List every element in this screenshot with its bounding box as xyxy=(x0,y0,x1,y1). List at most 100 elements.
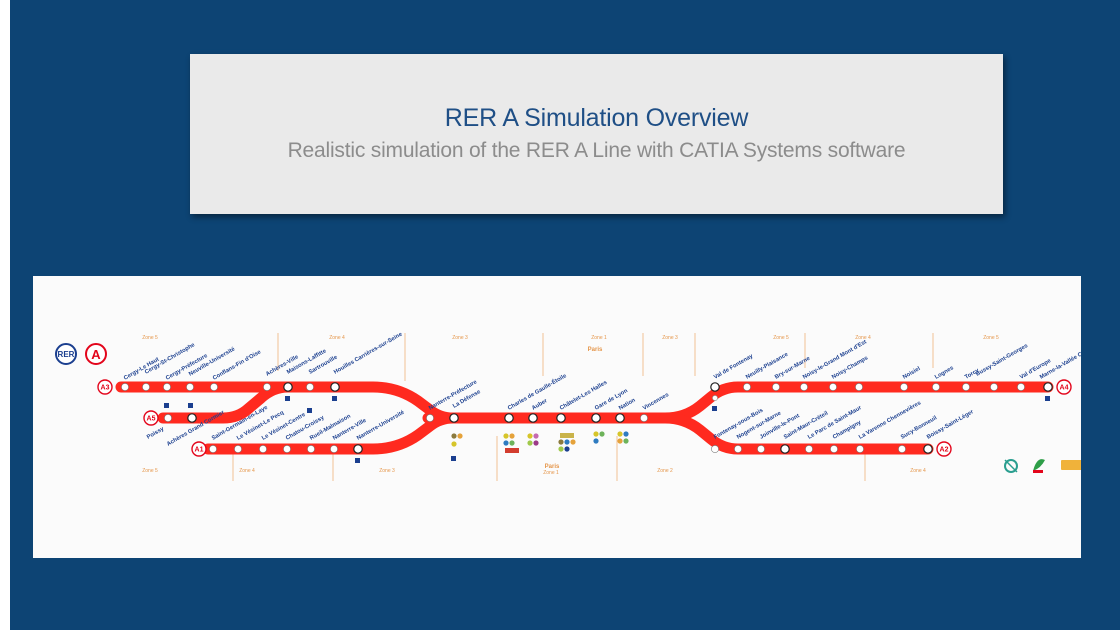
operator-logos xyxy=(1004,459,1081,473)
station-dot[interactable] xyxy=(780,444,790,454)
branch-badge-a2 xyxy=(936,441,952,457)
zone-label: Zone 5 xyxy=(983,335,999,341)
accessibility-icon xyxy=(1045,396,1050,401)
station-dot[interactable] xyxy=(449,413,459,423)
station-dot[interactable] xyxy=(528,413,538,423)
station-name: Bussy-Saint-Georges xyxy=(975,343,1029,378)
station-dot[interactable] xyxy=(121,383,129,391)
station-dot[interactable] xyxy=(615,413,625,423)
station-name: Nanterre-Université xyxy=(356,409,406,441)
title-box: RER A Simulation Overview Realistic simu… xyxy=(190,54,1003,214)
station-dot[interactable] xyxy=(990,383,998,391)
station-name: Auber xyxy=(531,398,549,412)
station-dot[interactable] xyxy=(1017,383,1025,391)
station-dot[interactable] xyxy=(186,383,194,391)
station-name: Joinville-le-Pont xyxy=(759,413,801,441)
zone-label: Zone 4 xyxy=(329,335,345,341)
accessibility-icon xyxy=(164,403,169,408)
station-dot[interactable] xyxy=(962,383,970,391)
rer-a-map: Zone 5 Zone 4 Zone 3 Zone 1 Zone 3 Zone … xyxy=(33,276,1081,558)
branch-label-a4: A4 xyxy=(1060,385,1069,392)
metro-connection-icon xyxy=(564,439,570,445)
station-dot[interactable] xyxy=(210,383,218,391)
ratp-logo-mark xyxy=(1004,459,1018,473)
station-dot[interactable] xyxy=(923,444,933,454)
station-dot[interactable] xyxy=(900,383,908,391)
zone-label: Zone 4 xyxy=(239,468,255,474)
station-dot[interactable] xyxy=(330,445,338,453)
connection-icons xyxy=(451,395,718,453)
station-dot[interactable] xyxy=(306,383,314,391)
branch-label-a1: A1 xyxy=(195,447,204,454)
station-dot[interactable] xyxy=(855,383,863,391)
zone-label: Zone 3 xyxy=(379,468,395,474)
zone-label: Zone 1 xyxy=(543,470,559,476)
metro-connection-icon xyxy=(593,438,599,444)
station-dot[interactable] xyxy=(830,445,838,453)
zone-label: Zone 4 xyxy=(855,335,871,341)
station-name: Noisiel xyxy=(902,366,922,381)
station-dot[interactable] xyxy=(829,383,837,391)
metro-connection-icon xyxy=(451,441,457,447)
zone-label: Zone 5 xyxy=(142,335,158,341)
station-dot[interactable] xyxy=(353,444,363,454)
station-dot[interactable] xyxy=(743,383,751,391)
stif-logo-icon xyxy=(1061,460,1081,470)
station-dot[interactable] xyxy=(234,445,242,453)
station-dot[interactable] xyxy=(283,445,291,453)
station-dot[interactable] xyxy=(330,382,340,392)
station-dot[interactable] xyxy=(142,383,150,391)
map-canvas: Zone 5 Zone 4 Zone 3 Zone 1 Zone 3 Zone … xyxy=(55,331,1081,481)
station-dot[interactable] xyxy=(1043,382,1053,392)
station-dot[interactable] xyxy=(772,383,780,391)
service-icons xyxy=(164,396,1050,463)
slide-title: RER A Simulation Overview xyxy=(444,104,749,132)
line-tracks xyxy=(115,381,1054,455)
paris-label: Paris xyxy=(588,347,603,353)
tram-connection-icon xyxy=(457,433,463,439)
station-dot[interactable] xyxy=(209,445,217,453)
station-dot[interactable] xyxy=(504,413,514,423)
station-dot[interactable] xyxy=(710,382,720,392)
station-dot[interactable] xyxy=(805,445,813,453)
station-name: Nation xyxy=(618,397,637,411)
paris-label: Paris xyxy=(545,464,560,470)
metro-connection-icon xyxy=(533,440,539,446)
station-dot[interactable] xyxy=(591,413,601,423)
station-dot[interactable] xyxy=(856,445,864,453)
station-dot[interactable] xyxy=(259,445,267,453)
accessibility-icon xyxy=(307,408,312,413)
accessibility-icon xyxy=(332,396,337,401)
zone-label: Zone 3 xyxy=(662,335,678,341)
station-dot[interactable] xyxy=(757,445,765,453)
left-edge-strip xyxy=(0,0,10,630)
station-dot[interactable] xyxy=(898,445,906,453)
station-dot[interactable] xyxy=(307,445,315,453)
station-dot[interactable] xyxy=(556,413,566,423)
metro-connection-icon xyxy=(509,440,515,446)
zone-label: Zone 5 xyxy=(142,468,158,474)
station-dot[interactable] xyxy=(187,413,197,423)
metro-connection-icon xyxy=(593,431,599,437)
metro-connection-icon xyxy=(509,433,515,439)
metro-connection-icon xyxy=(558,439,564,445)
station-name: Vincennes xyxy=(642,392,670,412)
station-dot[interactable] xyxy=(426,414,434,422)
rer-connection-badge xyxy=(560,433,574,438)
station-dot[interactable] xyxy=(263,383,271,391)
station-dot[interactable] xyxy=(734,445,742,453)
metro-connection-icon xyxy=(623,431,629,437)
station-dot[interactable] xyxy=(800,383,808,391)
branch-label-a2: A2 xyxy=(940,447,949,454)
metro-connection-icon xyxy=(570,439,576,445)
station-dot[interactable] xyxy=(163,383,171,391)
accessibility-icon xyxy=(285,396,290,401)
station-dot[interactable] xyxy=(164,414,172,422)
zone-dividers xyxy=(232,333,934,481)
metro-connection-icon xyxy=(599,431,605,437)
station-dot[interactable] xyxy=(283,382,293,392)
accessibility-icon xyxy=(355,458,360,463)
station-dot[interactable] xyxy=(640,414,648,422)
station-dot[interactable] xyxy=(711,445,719,453)
station-dot[interactable] xyxy=(932,383,940,391)
